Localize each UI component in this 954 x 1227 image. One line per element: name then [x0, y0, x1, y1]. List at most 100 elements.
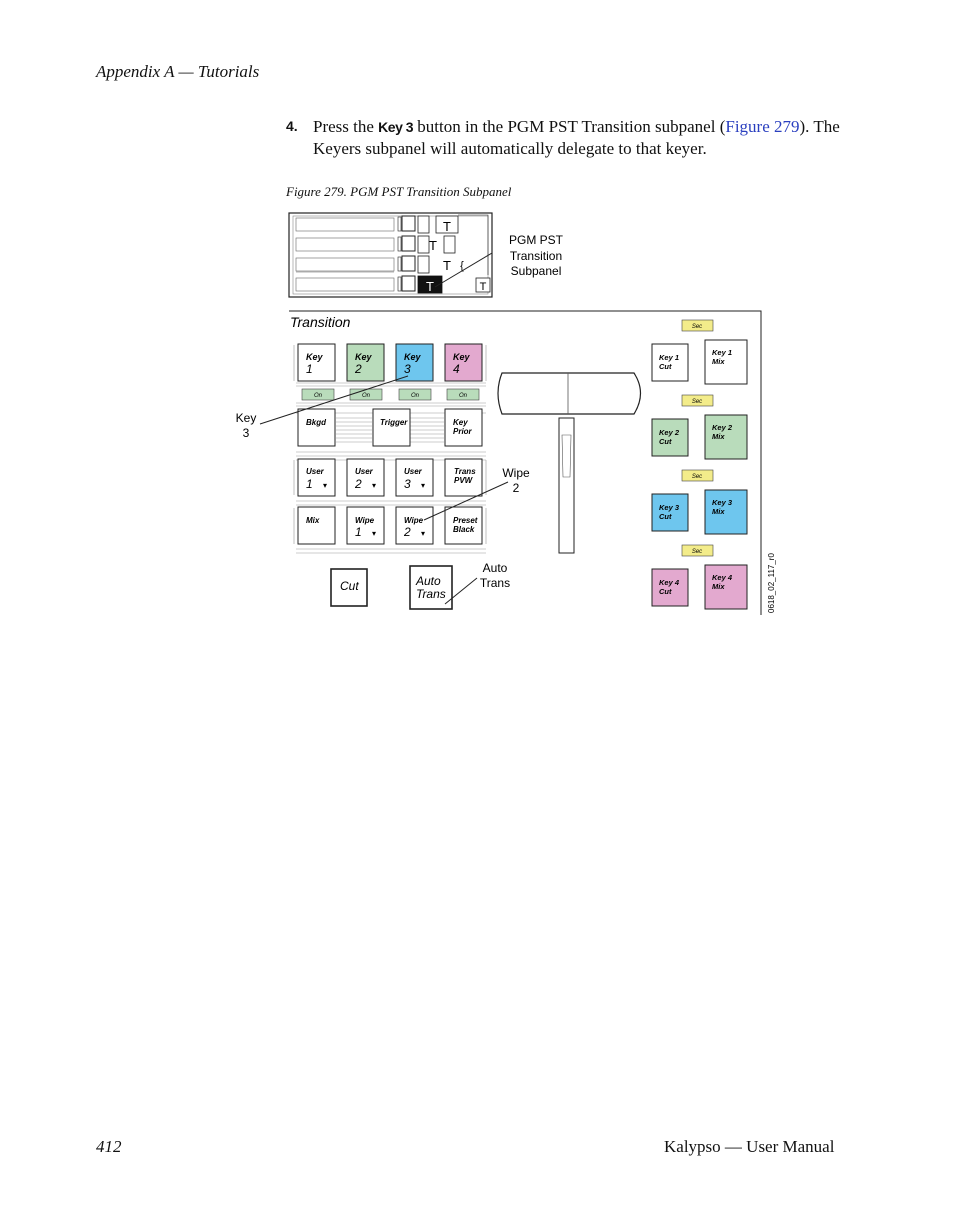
- key-2-cut-button[interactable]: Key 2 Cut: [651, 418, 689, 457]
- svg-text:Mix: Mix: [712, 357, 725, 366]
- wipe-2-arrow-icon: ▾: [421, 529, 425, 538]
- svg-text:1: 1: [306, 477, 313, 491]
- user-2-arrow-icon: ▾: [372, 481, 376, 490]
- svg-text:Mix: Mix: [712, 507, 725, 516]
- svg-text:Black: Black: [453, 525, 475, 534]
- key-1-label: Key: [306, 352, 324, 362]
- key-1-mix-button[interactable]: Key 1 Mix: [704, 339, 748, 385]
- wipe-1-arrow-icon: ▾: [372, 529, 376, 538]
- svg-text:Trans: Trans: [454, 467, 476, 476]
- svg-text:Key 4: Key 4: [712, 573, 733, 582]
- svg-text:Cut: Cut: [659, 512, 672, 521]
- bkgd-button[interactable]: Bkgd: [297, 408, 336, 447]
- key-2-number: 2: [354, 362, 362, 376]
- key-4-label: Key: [453, 352, 471, 362]
- sec-indicator-4: Sec: [681, 544, 714, 557]
- callout-pgm-pst-line1: PGM PST: [509, 233, 564, 247]
- callout-wipe-2-line1: Wipe: [502, 466, 530, 480]
- svg-text:User: User: [355, 467, 374, 476]
- key-2-mix-button[interactable]: Key 2 Mix: [704, 414, 748, 460]
- svg-text:Sec: Sec: [692, 399, 702, 405]
- on-indicators: On On On On: [301, 388, 480, 401]
- svg-text:Key 2: Key 2: [712, 423, 733, 432]
- svg-text:Key 4: Key 4: [659, 578, 680, 587]
- svg-text:Key: Key: [453, 418, 468, 427]
- svg-text:Sec: Sec: [692, 549, 702, 555]
- key-4-button[interactable]: Key 4: [444, 343, 483, 382]
- svg-text:Cut: Cut: [659, 437, 672, 446]
- on-indicator-4: On: [459, 393, 468, 399]
- callout-auto-trans-line1: Auto: [483, 561, 508, 575]
- svg-text:Auto: Auto: [415, 574, 441, 588]
- key-4-number: 4: [453, 362, 460, 376]
- step-text-pre: Press the: [313, 117, 379, 136]
- callout-auto-trans-line2: Trans: [480, 576, 510, 590]
- svg-text:PVW: PVW: [454, 476, 474, 485]
- svg-text:User: User: [306, 467, 325, 476]
- callout-pgm-pst-line3: Subpanel: [511, 264, 562, 278]
- trigger-button[interactable]: Trigger: [372, 408, 411, 447]
- svg-text:User: User: [404, 467, 423, 476]
- svg-text:Cut: Cut: [340, 579, 359, 593]
- on-indicator-3: On: [411, 393, 420, 399]
- sec-indicator-2: Sec: [681, 394, 714, 407]
- t-bar-lever[interactable]: [497, 372, 642, 554]
- callout-wipe-2-line2: 2: [513, 481, 520, 495]
- svg-text:T: T: [429, 238, 437, 253]
- subpanel-thumbnail: T T T { T T: [288, 212, 493, 298]
- svg-text:Sec: Sec: [692, 324, 702, 330]
- key-3-label: Key: [404, 352, 422, 362]
- trans-pvw-button[interactable]: Trans PVW: [444, 458, 483, 497]
- svg-text:Wipe: Wipe: [355, 516, 375, 525]
- key-3-number: 3: [404, 362, 411, 376]
- svg-text:Trigger: Trigger: [380, 418, 408, 427]
- key-3-cut-button[interactable]: Key 3 Cut: [651, 493, 689, 532]
- page-number: 412: [96, 1137, 122, 1156]
- figure-279-diagram: T T T { T T PGM PST Transition Subpanel …: [236, 212, 776, 615]
- auto-trans-button[interactable]: Auto Trans: [409, 565, 453, 610]
- cut-button[interactable]: Cut: [330, 568, 368, 607]
- svg-text:Bkgd: Bkgd: [306, 418, 327, 427]
- panel-title: Transition: [290, 314, 351, 330]
- running-header: Appendix A — Tutorials: [96, 62, 260, 81]
- svg-text:Cut: Cut: [659, 362, 672, 371]
- callout-key-3-line2: 3: [243, 426, 250, 440]
- wipe-2-button[interactable]: Wipe 2 ▾: [395, 506, 434, 545]
- svg-text:Prior: Prior: [453, 427, 473, 436]
- svg-text:Mix: Mix: [712, 582, 725, 591]
- key-prior-button[interactable]: Key Prior: [444, 408, 483, 447]
- svg-text:T: T: [480, 281, 487, 293]
- svg-text:2: 2: [354, 477, 362, 491]
- step-text-mid: button in the PGM PST Transition subpane…: [413, 117, 726, 136]
- user-1-button[interactable]: User 1 ▾: [297, 458, 336, 497]
- user-2-button[interactable]: User 2 ▾: [346, 458, 385, 497]
- callout-key-3-line1: Key: [236, 411, 257, 425]
- svg-text:{: {: [460, 260, 464, 272]
- on-indicator-1: On: [314, 393, 323, 399]
- footer-title: Kalypso — User Manual: [664, 1137, 835, 1156]
- key-2-label: Key: [355, 352, 373, 362]
- key-3-button[interactable]: Key 3: [395, 343, 434, 382]
- svg-text:1: 1: [355, 525, 362, 539]
- keyer-column: Sec Key 1 Cut Key 1 Mix Sec Key 2 Cut Ke…: [651, 319, 748, 610]
- key-3-mix-button[interactable]: Key 3 Mix: [704, 489, 748, 535]
- svg-text:Key 1: Key 1: [659, 353, 679, 362]
- figure-279-link[interactable]: Figure 279: [725, 117, 800, 136]
- svg-text:Cut: Cut: [659, 587, 672, 596]
- mix-button[interactable]: Mix: [297, 506, 336, 545]
- key-1-cut-button[interactable]: Key 1 Cut: [651, 343, 689, 382]
- key-4-cut-button[interactable]: Key 4 Cut: [651, 568, 689, 607]
- hatch-strips: [293, 345, 487, 554]
- svg-text:T: T: [443, 219, 451, 234]
- step-text-post: ). The Keyers subpanel will automaticall…: [313, 117, 840, 158]
- key-1-button[interactable]: Key 1: [297, 343, 336, 382]
- key-4-mix-button[interactable]: Key 4 Mix: [704, 564, 748, 610]
- svg-text:Key 3: Key 3: [712, 498, 733, 507]
- svg-text:Key 1: Key 1: [712, 348, 732, 357]
- key-2-button[interactable]: Key 2: [346, 343, 385, 382]
- part-number: 0618_02_117_r0: [767, 553, 776, 613]
- preset-black-button[interactable]: Preset Black: [444, 506, 483, 545]
- wipe-1-button[interactable]: Wipe 1 ▾: [346, 506, 385, 545]
- svg-text:3: 3: [404, 477, 411, 491]
- user-3-button[interactable]: User 3 ▾: [395, 458, 434, 497]
